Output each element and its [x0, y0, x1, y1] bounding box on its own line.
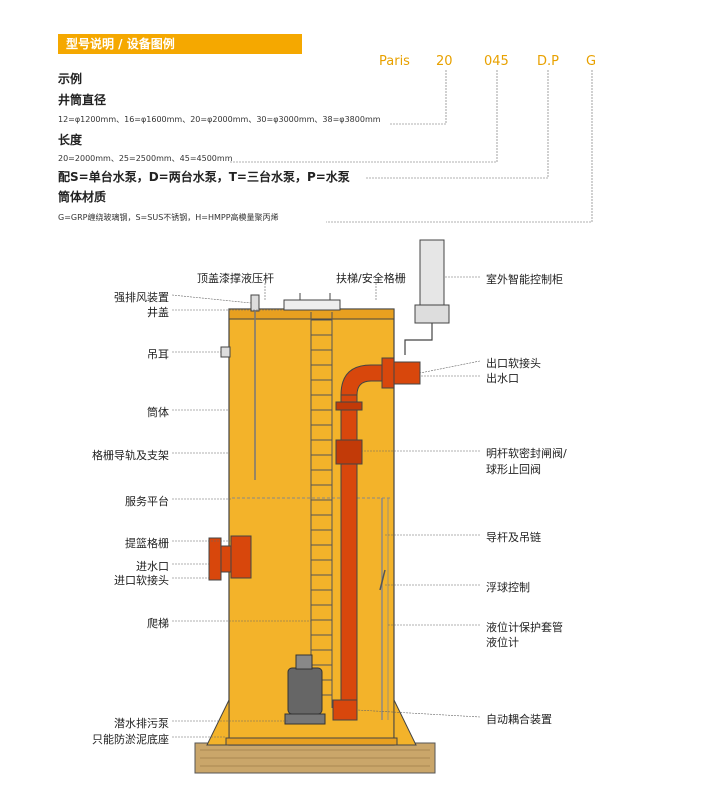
base-texture — [200, 749, 430, 767]
submersible-pump — [287, 667, 323, 715]
code-material: G — [586, 54, 597, 69]
float-switch — [379, 569, 386, 591]
label-screen-rail: 格栅导轨及支架 — [92, 449, 169, 462]
label-service-platform: 服务平台 — [125, 495, 169, 508]
vent-device — [250, 294, 260, 312]
label-ladder-grating: 扶梯/安全格栅 — [336, 272, 406, 285]
label-manhole-cover: 井盖 — [147, 306, 169, 319]
label-level-sleeve: 液位计保护套管 — [486, 621, 563, 634]
inlet-flange — [208, 537, 222, 581]
label-outlet-flex-joint: 出口软接头 — [486, 357, 541, 370]
cable-conduit — [404, 323, 433, 355]
label-control-cabinet: 室外智能控制柜 — [486, 273, 563, 286]
spec-diameter-desc: 12=φ1200mm、16=φ1600mm、20=φ2000mm、30=φ300… — [58, 115, 381, 124]
control-cabinet — [419, 239, 445, 306]
spec-diameter-label: 井筒直径 — [58, 93, 107, 107]
tank-bottom-rim — [225, 737, 398, 746]
leader-line — [171, 294, 252, 304]
label-basket-screen: 提篮格栅 — [125, 537, 169, 550]
spec-length-label: 长度 — [58, 133, 83, 147]
auto-coupling — [332, 699, 358, 721]
spec-length-desc: 20=2000mm、25=2500mm、45=4500mm — [58, 154, 233, 163]
label-inlet-flex-joint: 进口软接头 — [114, 574, 169, 587]
label-level-meter: 液位计 — [486, 636, 519, 649]
label-exhaust-device: 强排风装置 — [114, 291, 169, 304]
label-anti-silt-base: 只能防淤泥底座 — [92, 733, 169, 746]
label-gate-valve: 明杆软密封闸阀/ — [486, 447, 567, 460]
spec-material-desc: G=GRP缠绕玻璃钢，S=SUS不锈钢，H=HMPP高模量聚丙烯 — [58, 213, 279, 222]
label-auto-coupling: 自动耦合装置 — [486, 713, 552, 726]
spec-pump-label: 配S=单台水泵，D=两台水泵，T=三台水泵，P=水泵 — [58, 170, 350, 184]
label-guide-rail-chain: 导杆及吊链 — [486, 531, 541, 544]
label-float-control: 浮球控制 — [486, 581, 530, 594]
code-pump-config: D.P — [537, 54, 559, 69]
support-right — [393, 699, 417, 746]
manhole-cover — [283, 299, 341, 311]
code-leader-lines — [230, 70, 593, 223]
spec-material-label: 筒体材质 — [58, 190, 107, 204]
code-series: Paris — [379, 54, 410, 69]
label-ladder: 爬梯 — [147, 617, 169, 630]
outlet-flex-joint — [381, 357, 395, 389]
leader-line — [419, 360, 481, 374]
pump-base — [284, 713, 326, 725]
spec-example-label: 示例 — [58, 72, 83, 86]
outlet-pipe — [393, 361, 421, 385]
label-lid-strut: 顶盖漆撑液压杆 — [197, 272, 274, 285]
check-valve — [335, 439, 363, 465]
section-title: 型号说明 / 设备图例 — [58, 34, 302, 54]
label-tank-body: 筒体 — [147, 406, 169, 419]
label-lifting-lug: 吊耳 — [147, 348, 169, 361]
label-submersible-pump: 潜水排污泵 — [114, 717, 169, 730]
gate-valve — [335, 401, 363, 411]
lifting-lug — [220, 346, 231, 358]
leader-line — [356, 709, 481, 718]
label-inlet: 进水口 — [136, 560, 169, 573]
code-diameter: 20 — [436, 54, 453, 69]
support-left — [206, 699, 230, 746]
leader-lines — [171, 276, 481, 738]
basket-screen — [230, 535, 252, 579]
label-outlet: 出水口 — [486, 372, 519, 385]
code-length: 045 — [484, 54, 509, 69]
ladder — [310, 312, 333, 708]
label-check-valve: 球形止回阀 — [486, 463, 541, 476]
inlet-pipe — [220, 545, 232, 573]
cabinet-mount — [414, 304, 450, 324]
